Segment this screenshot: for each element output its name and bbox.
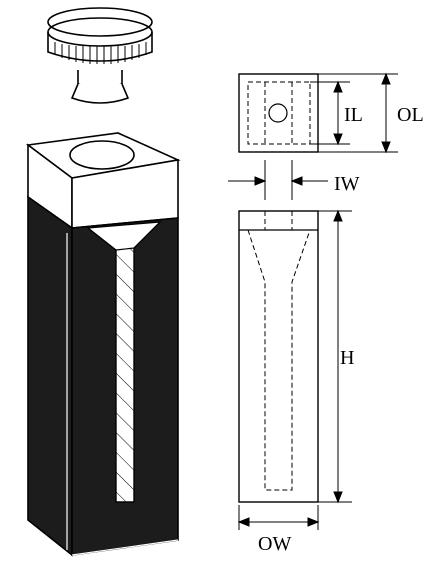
ol-dimension (318, 72, 398, 154)
ow-label: OW (258, 533, 291, 555)
cuvette-opening (69, 140, 135, 170)
iw-dimension (228, 160, 328, 200)
il-dimension (310, 80, 350, 146)
stopper-cap (47, 7, 153, 104)
h-dimension (318, 209, 352, 504)
ol-label: OL (397, 104, 424, 126)
top-view (238, 73, 319, 153)
il-label: IL (344, 104, 363, 126)
ow-dimension (237, 505, 320, 530)
side-view (238, 210, 319, 503)
cuvette-body (25, 132, 181, 557)
cap-knurling (54, 42, 147, 64)
iw-label: IW (334, 173, 360, 195)
h-label: H (340, 347, 354, 369)
